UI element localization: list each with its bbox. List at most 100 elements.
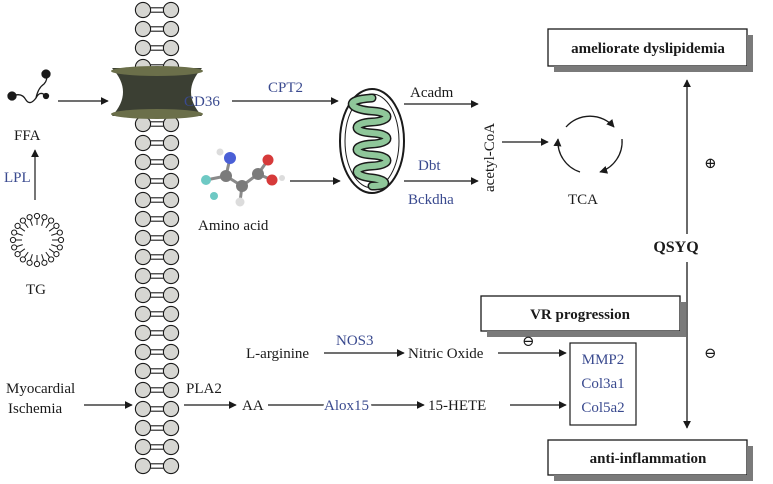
lipid-head-left bbox=[134, 153, 152, 171]
lipid-tail-pair bbox=[150, 387, 164, 393]
lipid-head-left bbox=[134, 419, 152, 437]
lipid-tail-pair bbox=[150, 121, 164, 127]
ischemia-label: Ischemia bbox=[8, 401, 62, 417]
lipid-head-right bbox=[162, 134, 180, 152]
myocardial-label: Myocardial bbox=[6, 381, 75, 397]
lipid-head-left bbox=[134, 210, 152, 228]
lipid-head-right bbox=[162, 39, 180, 57]
micelle-head bbox=[48, 217, 55, 224]
micelle-head bbox=[19, 256, 26, 263]
lipid-head-left bbox=[134, 305, 152, 323]
lipid-head-right bbox=[162, 191, 180, 209]
lipid-tail-pair bbox=[150, 330, 164, 336]
ameliorate-box bbox=[547, 28, 748, 67]
nitric-oxide-label: Nitric Oxide bbox=[408, 346, 484, 362]
acadm-label: Acadm bbox=[410, 85, 454, 101]
cpt2-label: CPT2 bbox=[268, 80, 303, 96]
lipid-head-right bbox=[162, 343, 180, 361]
dbt-label: Dbt bbox=[418, 158, 441, 174]
micelle-head bbox=[26, 259, 33, 266]
lipid-head-left bbox=[134, 267, 152, 285]
lipid-head-right bbox=[162, 172, 180, 190]
micelle-head bbox=[53, 251, 60, 258]
lipid-tail-pair bbox=[150, 178, 164, 184]
cd36-channel-icon bbox=[111, 66, 203, 119]
lipid-head-right bbox=[162, 400, 180, 418]
lipid-head-left bbox=[134, 229, 152, 247]
aa-label: AA bbox=[242, 398, 264, 414]
tca-cycle-icon bbox=[553, 115, 623, 174]
lipid-head-right bbox=[162, 457, 180, 475]
amino-acid-molecule-icon bbox=[201, 148, 285, 207]
lipid-head-right bbox=[162, 210, 180, 228]
lipid-tail-pair bbox=[150, 216, 164, 222]
amino-acid-label: Amino acid bbox=[198, 218, 269, 234]
micelle-head bbox=[14, 222, 21, 229]
lipid-head-right bbox=[162, 248, 180, 266]
lipid-head-left bbox=[134, 134, 152, 152]
lipid-head-left bbox=[134, 438, 152, 456]
micelle-head bbox=[56, 244, 63, 251]
micelle-head bbox=[33, 260, 41, 268]
nos3-label: NOS3 bbox=[336, 333, 374, 349]
tca-label: TCA bbox=[568, 192, 598, 208]
micelle-head bbox=[41, 259, 48, 266]
mmp2-label: MMP2 bbox=[582, 352, 625, 368]
lipid-tail-pair bbox=[150, 159, 164, 165]
lpl-label: LPL bbox=[4, 170, 31, 186]
lipid-head-left bbox=[134, 324, 152, 342]
lipid-head-left bbox=[134, 172, 152, 190]
plus-sign: ⊕ bbox=[704, 156, 717, 172]
lipid-tail-pair bbox=[150, 45, 164, 51]
hete-label: 15-HETE bbox=[428, 398, 486, 414]
lipid-head-left bbox=[134, 248, 152, 266]
micelle-head bbox=[14, 251, 21, 258]
lipid-tail-pair bbox=[150, 368, 164, 374]
micelle-head bbox=[11, 229, 18, 236]
ameliorate-label: ameliorate dyslipidemia bbox=[571, 41, 725, 57]
lipid-head-right bbox=[162, 419, 180, 437]
micelle-head bbox=[41, 214, 48, 221]
micelle-head bbox=[26, 214, 33, 221]
lipid-tail-pair bbox=[150, 235, 164, 241]
col5a2-label: Col5a2 bbox=[581, 400, 624, 416]
lipid-head-left bbox=[134, 343, 152, 361]
lipid-tail-pair bbox=[150, 26, 164, 32]
pla2-label: PLA2 bbox=[186, 381, 222, 397]
mitochondrion-icon bbox=[339, 88, 405, 194]
minus-sign-right: ⊖ bbox=[704, 346, 717, 362]
micelle-head bbox=[33, 212, 41, 220]
lipid-head-left bbox=[134, 286, 152, 304]
micelle-head bbox=[11, 244, 18, 251]
lipid-head-left bbox=[134, 20, 152, 38]
lipid-head-right bbox=[162, 381, 180, 399]
col3a1-label: Col3a1 bbox=[581, 376, 624, 392]
cd36-label: CD36 bbox=[184, 94, 220, 110]
lipid-head-left bbox=[134, 191, 152, 209]
micelle-head bbox=[19, 217, 26, 224]
lipid-head-right bbox=[162, 286, 180, 304]
micelle-head bbox=[9, 236, 17, 244]
lipid-head-right bbox=[162, 267, 180, 285]
micelle-head bbox=[48, 256, 55, 263]
tg-label: TG bbox=[26, 282, 46, 298]
l-arginine-label: L-arginine bbox=[246, 346, 309, 362]
genes-box bbox=[569, 342, 637, 426]
micelle-head bbox=[53, 222, 60, 229]
micelle-head bbox=[56, 229, 63, 236]
vr-progression-label: VR progression bbox=[530, 307, 631, 323]
lipid-tail-pair bbox=[150, 311, 164, 317]
lipid-head-left bbox=[134, 362, 152, 380]
lipid-tail-pair bbox=[150, 444, 164, 450]
lipid-head-right bbox=[162, 324, 180, 342]
lipid-tail-pair bbox=[150, 349, 164, 355]
ffa-molecule-icon bbox=[7, 69, 51, 104]
lipid-tail-pair bbox=[150, 197, 164, 203]
lipid-head-left bbox=[134, 1, 152, 19]
bckdha-label: Bckdha bbox=[408, 192, 454, 208]
lipid-tail-pair bbox=[150, 254, 164, 260]
tg-micelle-icon bbox=[9, 212, 65, 268]
lipid-tail-pair bbox=[150, 273, 164, 279]
anti-inflammation-label: anti-inflammation bbox=[590, 451, 707, 467]
